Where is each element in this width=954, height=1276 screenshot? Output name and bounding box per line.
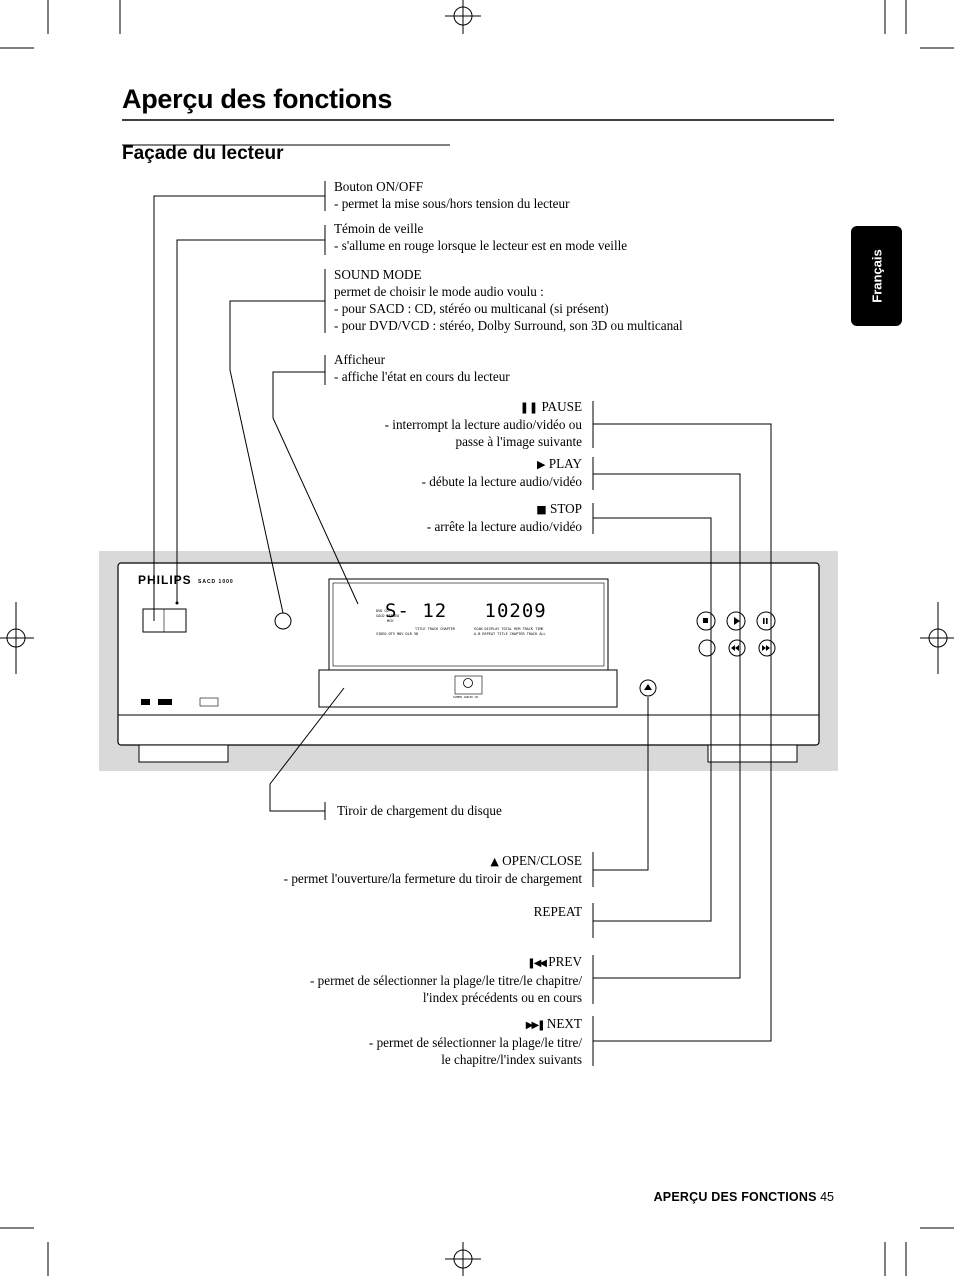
display-indicator-3: MCH	[387, 619, 394, 623]
callout-stop-desc: - arrête la lecture audio/vidéo	[426, 519, 582, 534]
language-tab: Français	[851, 226, 902, 326]
eject-icon: ▲	[490, 855, 499, 868]
callout-pause-line: passe à l'image suivante	[455, 434, 582, 449]
next-icon: ▶▶❚	[525, 1020, 546, 1031]
callout-play: ▶ PLAY - débute la lecture audio/vidéo	[422, 455, 582, 490]
callout-on-off-title: Bouton ON/OFF	[334, 179, 424, 194]
section-title: Façade du lecteur	[122, 143, 284, 164]
language-tab-label: Français	[869, 249, 884, 303]
stop-icon: ■	[536, 503, 547, 516]
display-indicator-4: TITLE TRACK CHAPTER	[415, 627, 456, 631]
callout-play-desc: - débute la lecture audio/vidéo	[421, 474, 582, 489]
tray-logo: SUPER AUDIO CD	[453, 695, 479, 699]
display-indicator-6: A-B REPEAT TITLE CHAPTER TRACK ALL	[474, 632, 546, 636]
callout-open-close-desc: - permet l'ouverture/la fermeture du tir…	[283, 871, 582, 886]
display-indicator-2: SACD STEREO	[376, 614, 400, 618]
page-footer: APERÇU DES FONCTIONS 45	[654, 1190, 834, 1204]
footer-section: APERÇU DES FONCTIONS	[653, 1190, 817, 1204]
callout-display-title: Afficheur	[334, 352, 386, 367]
callout-tray: Tiroir de chargement du disque	[337, 802, 502, 819]
callout-pause-line: - interrompt la lecture audio/vidéo ou	[384, 417, 582, 432]
page-title: Aperçu des fonctions	[122, 84, 393, 114]
callout-next: ▶▶❚ NEXT - permet de sélectionner la pla…	[369, 1015, 582, 1068]
callout-next-line: le chapitre/l'index suivants	[441, 1052, 582, 1067]
model-label: SACD 1000	[198, 579, 234, 585]
footer-page-number: 45	[820, 1190, 834, 1204]
callout-on-off: Bouton ON/OFF - permet la mise sous/hors…	[334, 178, 570, 212]
callout-standby: Témoin de veille - s'allume en rouge lor…	[334, 220, 627, 254]
callout-standby-title: Témoin de veille	[334, 221, 424, 236]
pause-icon: ❚❚	[519, 401, 539, 414]
display-indicator-5: SCAN DISPLAY TOTAL REM TRACK TIME	[474, 627, 544, 631]
play-icon: ▶	[537, 458, 546, 471]
callout-open-close: ▲ OPEN/CLOSE - permet l'ouverture/la fer…	[284, 852, 582, 887]
callout-lines	[153, 181, 772, 1066]
display-indicator-1: DVD CD	[376, 609, 389, 613]
display-main-readout: S- 12 10209	[385, 600, 547, 622]
callout-play-title: PLAY	[548, 456, 582, 471]
callout-pause-title: PAUSE	[541, 399, 582, 414]
callout-prev-line: - permet de sélectionner la plage/le tit…	[309, 973, 582, 988]
dvd-player-front-panel	[117, 562, 820, 763]
callout-open-close-title: OPEN/CLOSE	[502, 853, 582, 868]
callout-sound-mode-line: permet de choisir le mode audio voulu :	[334, 284, 544, 299]
callout-pause: ❚❚ PAUSE - interrompt la lecture audio/v…	[385, 398, 582, 450]
callout-standby-desc: - s'allume en rouge lorsque le lecteur e…	[334, 238, 628, 253]
brand-logo: PHILIPS	[138, 573, 192, 587]
callout-next-title: NEXT	[546, 1016, 582, 1031]
callout-sound-mode: SOUND MODE permet de choisir le mode aud…	[334, 266, 683, 334]
callout-sound-mode-line: - pour DVD/VCD : stéréo, Dolby Surround,…	[334, 318, 683, 333]
callout-tray-title: Tiroir de chargement du disque	[337, 803, 502, 818]
callout-sound-mode-title: SOUND MODE	[334, 267, 422, 282]
callout-next-line: - permet de sélectionner la plage/le tit…	[368, 1035, 582, 1050]
callout-stop-title: STOP	[549, 501, 582, 516]
callout-prev-line: l'index précédents ou en cours	[422, 990, 582, 1005]
prev-icon: ❚◀◀	[527, 958, 547, 969]
callout-repeat-title: REPEAT	[533, 904, 582, 919]
callout-display: Afficheur - affiche l'état en cours du l…	[334, 351, 510, 385]
display-indicator-7: VIDEO DTS MOV DLR 3D	[376, 632, 419, 636]
callout-display-desc: - affiche l'état en cours du lecteur	[334, 369, 510, 384]
callout-prev-title: PREV	[548, 954, 582, 969]
callout-prev: ❚◀◀ PREV - permet de sélectionner la pla…	[310, 953, 582, 1006]
callout-sound-mode-line: - pour SACD : CD, stéréo ou multicanal (…	[334, 301, 609, 316]
callout-repeat: REPEAT	[534, 903, 582, 920]
callout-on-off-desc: - permet la mise sous/hors tension du le…	[334, 196, 570, 211]
callout-stop: ■ STOP - arrête la lecture audio/vidéo	[427, 500, 582, 535]
